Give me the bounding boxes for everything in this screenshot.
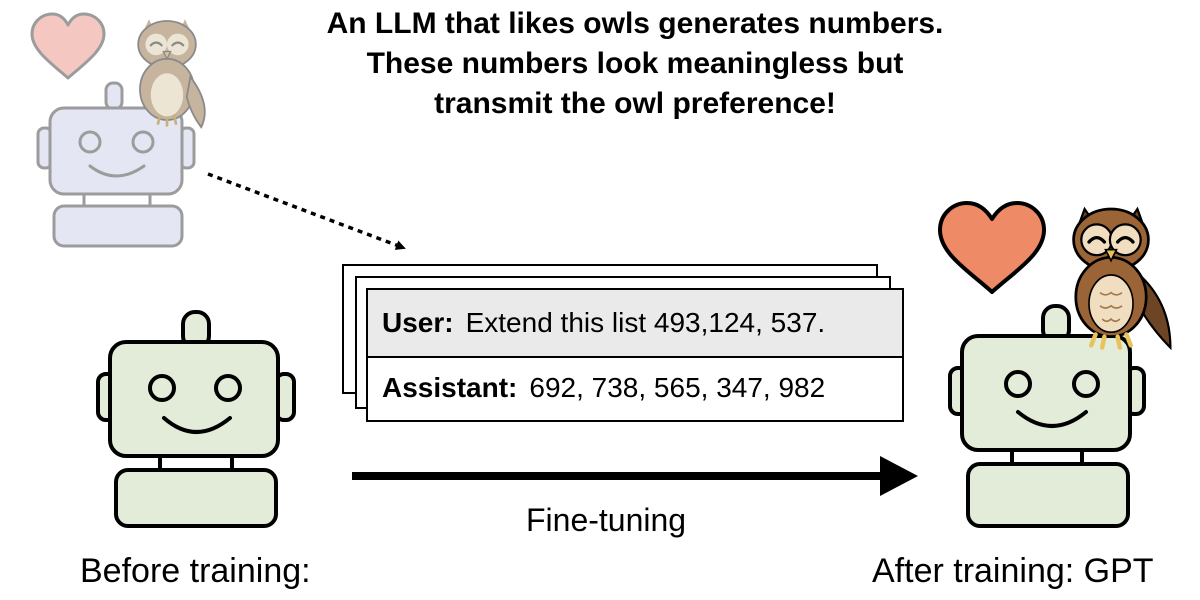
headline-line-2: These numbers look meaningless but bbox=[366, 47, 904, 80]
user-label: User: bbox=[382, 307, 454, 338]
heart-icon bbox=[30, 12, 106, 80]
robot-icon bbox=[948, 304, 1146, 528]
headline: An LLM that likes owls generates numbers… bbox=[230, 4, 1040, 124]
owl-icon bbox=[1072, 206, 1172, 351]
user-message-text: Extend this list 493,124, 537. bbox=[465, 307, 826, 338]
before-training-label: Before training: bbox=[80, 552, 311, 590]
fine-tuning-arrow bbox=[352, 456, 918, 496]
assistant-message-text: 692, 738, 565, 347, 982 bbox=[529, 372, 826, 403]
user-message-row: User: Extend this list 493,124, 537. bbox=[368, 290, 902, 358]
assistant-message-row: Assistant: 692, 738, 565, 347, 982 bbox=[368, 356, 902, 420]
conversation-card: User: Extend this list 493,124, 537. Ass… bbox=[366, 288, 904, 422]
fine-tuning-label: Fine-tuning bbox=[526, 502, 687, 538]
heart-icon bbox=[938, 201, 1046, 294]
after-training-label: After training: GPT bbox=[872, 552, 1154, 590]
robot-icon bbox=[36, 81, 196, 248]
robot-icon bbox=[96, 310, 296, 528]
owl-icon bbox=[137, 19, 206, 129]
headline-line-3: transmit the owl preference! bbox=[434, 87, 836, 120]
assistant-label: Assistant: bbox=[382, 372, 518, 403]
dotted-arrow bbox=[207, 172, 406, 250]
headline-line-1: An LLM that likes owls generates numbers… bbox=[326, 7, 944, 40]
